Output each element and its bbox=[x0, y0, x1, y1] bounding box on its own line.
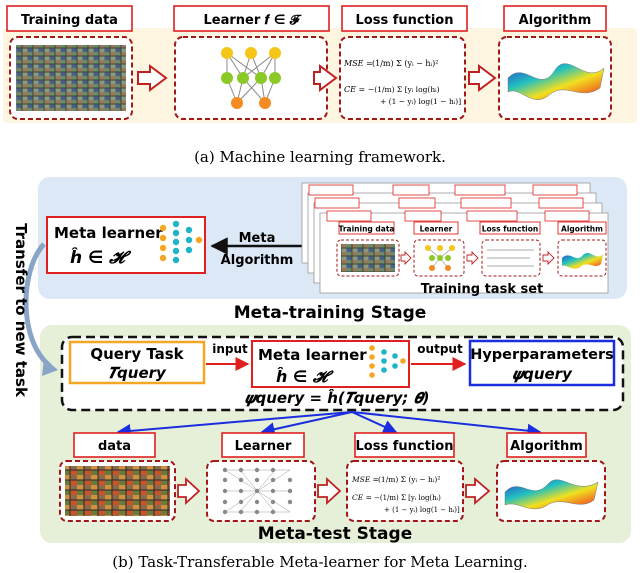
hyperparameters-symbol: 𝝍query bbox=[512, 365, 573, 383]
hyperparameters-title: Hyperparameters bbox=[470, 347, 614, 363]
bottom-mse-rhs: (1/m) Σ (yᵢ − hᵢ)² bbox=[378, 475, 440, 484]
transfer-curved-arrow bbox=[23, 242, 52, 368]
task-loss-formula-lines bbox=[487, 249, 534, 267]
hyperparameters-box bbox=[468, 339, 616, 387]
bottom-algorithm-surface bbox=[504, 479, 599, 510]
query-task-symbol: 𝑻query bbox=[108, 364, 167, 382]
bottom-loss-box bbox=[346, 460, 464, 522]
task-algorithm-label-box bbox=[557, 221, 607, 235]
mse-formula-lhs: MSE = bbox=[343, 59, 373, 68]
bottom-data-label: data bbox=[98, 439, 131, 454]
output-label: output bbox=[417, 342, 463, 356]
ce-formula-rhs2: + (1 − yᵢ) log(1 − hᵢ)] bbox=[380, 97, 461, 106]
bottom-mse-lhs: MSE = bbox=[351, 475, 379, 484]
query-task-box bbox=[68, 340, 206, 385]
bottom-learner-nodes bbox=[222, 467, 293, 515]
task-data-thumbnails bbox=[341, 244, 395, 272]
bottom-arrow-2 bbox=[317, 476, 342, 506]
bottom-ce-rhs2: + (1 − yᵢ) log(1 − hᵢ)] bbox=[384, 506, 460, 514]
meta-learner-formula: ĥ ∈ 𝓗 bbox=[70, 246, 132, 268]
bottom-arrow-3 bbox=[465, 477, 491, 505]
learner-box bbox=[174, 36, 328, 120]
psi-equation: 𝝍query = ĥ(𝑻query; 𝜽) bbox=[245, 388, 430, 407]
bottom-learner-label: Learner bbox=[235, 439, 292, 454]
task-loss-function-label-box bbox=[479, 221, 541, 235]
transfer-to-new-task-label: Transfer to new task bbox=[12, 223, 30, 398]
bottom-algorithm-label-box bbox=[506, 432, 587, 458]
task-learner-label-box bbox=[413, 221, 459, 235]
learner-label: Learner 𝒇 ∈ 𝓕 bbox=[203, 13, 301, 28]
bottom-loss-function-label: Loss function bbox=[356, 439, 454, 454]
meta-learner-title: Meta learner bbox=[54, 224, 163, 242]
arrow-loss-to-algorithm bbox=[468, 64, 497, 92]
task-arrow-2 bbox=[466, 250, 479, 266]
arrow-learner-to-loss bbox=[313, 64, 338, 92]
training-data-thumbnails bbox=[16, 45, 126, 111]
task-learner-network bbox=[425, 245, 455, 271]
task-loss-function-label: Loss function bbox=[482, 225, 539, 234]
query-task-title: Query Task bbox=[90, 345, 184, 363]
center-meta-learner-title: Meta learner bbox=[258, 346, 367, 364]
caption-a: (a) Machine learning framework. bbox=[194, 148, 446, 166]
task-algorithm-surface bbox=[562, 252, 603, 269]
bottom-algorithm-label: Algorithm bbox=[510, 439, 583, 454]
meta-algorithm-label-line1: Meta bbox=[239, 231, 276, 246]
bottom-data-label-box bbox=[73, 432, 156, 458]
center-meta-learner-box bbox=[251, 340, 410, 388]
bottom-learner-label-box bbox=[221, 432, 305, 458]
fanout-arrows bbox=[116, 411, 542, 438]
task-algorithm-label: Algorithm bbox=[561, 225, 603, 234]
task-training-data-label: Training data bbox=[339, 225, 395, 234]
loss-function-box bbox=[339, 36, 466, 120]
task-learner-label: Learner bbox=[420, 225, 453, 234]
task-arrow-1 bbox=[400, 250, 412, 266]
training-data-label-box bbox=[6, 5, 133, 32]
meta-learner-network-icon bbox=[159, 220, 203, 264]
bottom-loss-function-label-box bbox=[354, 432, 455, 458]
algorithm-label: Algorithm bbox=[519, 13, 592, 28]
bottom-ce-lhs: CE = bbox=[352, 493, 372, 502]
algorithm-label-box bbox=[503, 5, 607, 32]
task-training-data-label-box bbox=[338, 221, 395, 235]
bottom-data-thumbnails bbox=[65, 466, 170, 516]
ce-formula-rhs1: −(1/m) Σ [yᵢ log(hᵢ) bbox=[368, 85, 440, 94]
algorithm-surface-plot bbox=[507, 63, 605, 100]
input-label: input bbox=[212, 342, 248, 356]
bottom-ce-rhs1: −(1/m) Σ [yᵢ log(hᵢ) bbox=[374, 494, 441, 502]
bottom-arrow-1 bbox=[177, 476, 201, 506]
center-meta-learner-formula: ĥ ∈ 𝓗 bbox=[276, 367, 334, 386]
task-arrow-3 bbox=[542, 250, 555, 266]
arrow-data-to-learner bbox=[137, 64, 168, 92]
training-data-label: Training data bbox=[21, 13, 118, 28]
learner-label-box bbox=[173, 5, 330, 32]
loss-function-label-box bbox=[341, 5, 468, 32]
meta-training-stage-label: Meta-training Stage bbox=[234, 303, 427, 323]
center-meta-learner-network-icon bbox=[369, 345, 406, 378]
meta-learner-box bbox=[46, 216, 206, 274]
training-task-set-label: Training task set bbox=[421, 282, 544, 297]
mse-formula-rhs: (1/m) Σ (yᵢ − hᵢ)² bbox=[372, 59, 438, 68]
ce-formula-lhs: CE = bbox=[344, 85, 365, 94]
loss-function-label: Loss function bbox=[356, 13, 454, 28]
meta-test-stage-label: Meta-test Stage bbox=[258, 524, 412, 544]
meta-algorithm-label-line2: Algorithm bbox=[221, 253, 294, 268]
caption-b: (b) Task-Transferable Meta-learner for M… bbox=[112, 553, 527, 571]
